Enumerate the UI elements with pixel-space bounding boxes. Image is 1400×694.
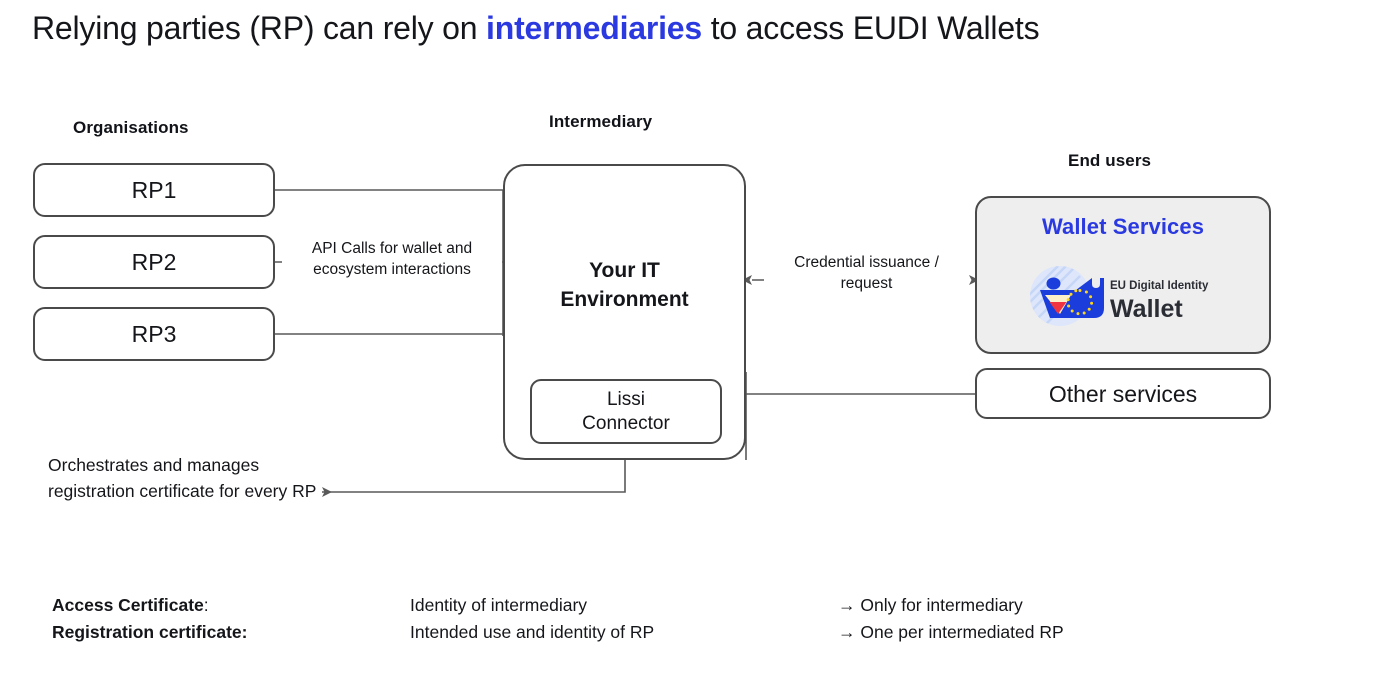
other-services-box[interactable]: Other services — [975, 368, 1271, 419]
legend: Access Certificate: Identity of intermed… — [52, 592, 1252, 646]
credential-line-2: request — [840, 275, 893, 292]
api-calls-edge-label: API Calls for wallet and ecosystem inter… — [282, 238, 502, 280]
your-it-environment-label: Your IT Environment — [505, 256, 744, 314]
wallet-services-title: Wallet Services — [1041, 214, 1205, 239]
logo-top-text: EU Digital Identity — [1110, 280, 1209, 292]
orchestration-note: Orchestrates and manages registration ce… — [48, 455, 317, 501]
eu-digital-identity-wallet-logo: EU Digital Identity Wallet — [1030, 266, 1209, 326]
title-part-2: to access EUDI Wallets — [702, 10, 1040, 46]
rp2-label: RP2 — [131, 249, 177, 275]
api-calls-line-2: ecosystem interactions — [313, 261, 471, 278]
lissi-connector-box[interactable]: Lissi Connector — [530, 379, 722, 444]
your-it-environment-box[interactable]: Your IT Environment Lissi Connector — [503, 164, 746, 460]
lissi-line-2: Connector — [582, 412, 670, 434]
it-title-line-1: Your IT — [589, 259, 660, 282]
legend-row: Access Certificate: Identity of intermed… — [52, 592, 1252, 619]
rp3-label: RP3 — [131, 321, 177, 347]
rp3-box[interactable]: RP3 — [33, 307, 275, 361]
legend-term-access-certificate: Access Certificate: — [52, 595, 209, 615]
legend-row: Registration certificate: Intended use a… — [52, 619, 1252, 646]
rp1-box[interactable]: RP1 — [33, 163, 275, 217]
credential-line-1: Credential issuance / — [794, 254, 939, 271]
lissi-line-1: Lissi — [606, 388, 645, 410]
wallet-services-card[interactable]: Wallet Services — [975, 196, 1271, 354]
lissi-connector-label: Lissi Connector — [582, 388, 670, 436]
rp1-label: RP1 — [131, 177, 177, 203]
title-part-1: Relying parties (RP) can rely on — [32, 10, 487, 46]
legend-desc-access-certificate: Identity of intermediary — [410, 595, 588, 615]
title-accent-intermediaries: intermediaries — [486, 10, 702, 46]
column-header-intermediary: Intermediary — [549, 112, 653, 131]
legend-scope-access-certificate: → Only for intermediary — [838, 595, 1023, 615]
rp2-box[interactable]: RP2 — [33, 235, 275, 289]
other-services-label: Other services — [1048, 380, 1198, 407]
wire-orchestration — [322, 460, 626, 497]
logo-main-text: Wallet — [1110, 295, 1183, 323]
it-title-line-2: Environment — [560, 288, 689, 311]
page-title: Relying parties (RP) can rely on interme… — [32, 6, 1362, 50]
column-header-organisations: Organisations — [73, 118, 189, 137]
credential-edge-label: Credential issuance / request — [764, 252, 969, 294]
column-header-end-users: End users — [1068, 151, 1152, 170]
legend-scope-registration-certificate: → One per intermediated RP — [838, 622, 1064, 642]
legend-term-registration-certificate: Registration certificate: — [52, 622, 248, 642]
legend-desc-registration-certificate: Intended use and identity of RP — [410, 622, 655, 642]
api-calls-line-1: API Calls for wallet and — [311, 240, 473, 257]
